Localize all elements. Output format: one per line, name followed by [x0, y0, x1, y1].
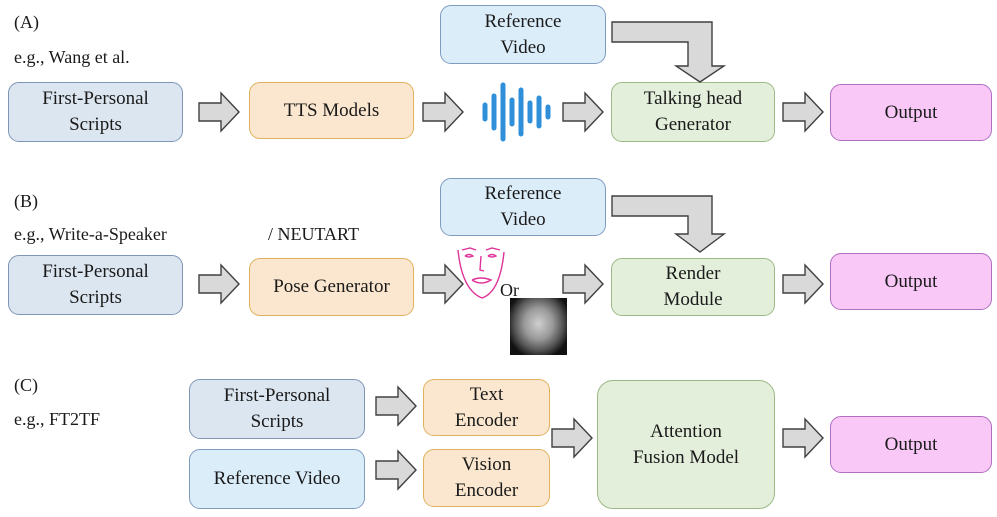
b-pose-label: Pose Generator — [273, 276, 390, 297]
a-output-box: Output — [830, 84, 992, 141]
b-render-line1: Render — [665, 263, 721, 284]
c-reference-box: Reference Video — [189, 449, 365, 509]
or-label: Or — [500, 280, 519, 300]
c-scripts-line2: Scripts — [250, 411, 304, 432]
c-fusion-line1: Attention — [650, 420, 722, 442]
b-scripts-line2: Scripts — [69, 287, 122, 308]
b-scripts-line1: First-Personal — [42, 261, 149, 282]
b-reference-line1: Reference — [484, 183, 562, 204]
panel-c-example: e.g., FT2TF — [14, 409, 101, 429]
c-fusion-line2: Fusion Model — [632, 446, 740, 468]
a-tts-label: TTS Models — [283, 99, 380, 121]
b-reference-line2: Video — [500, 209, 546, 230]
c-text-encoder-line1: Text — [469, 383, 504, 405]
a-generator-line2: Generator — [655, 114, 731, 135]
c-reference-label: Reference Video — [213, 468, 341, 489]
b-arrow-4 — [782, 264, 824, 304]
b-bend-arrow — [611, 195, 727, 253]
c-output-label: Output — [884, 433, 938, 455]
audio-waveform-icon — [482, 82, 551, 142]
b-pose-box: Pose Generator — [249, 258, 414, 316]
b-arrow-1 — [198, 264, 240, 304]
a-tts-box: TTS Models — [249, 82, 414, 139]
a-bend-arrow — [611, 21, 727, 83]
a-generator-line1: Talking head — [643, 88, 743, 109]
a-arrow-3 — [562, 92, 604, 132]
panel-c-tag: (C) — [14, 375, 38, 395]
a-reference-line1: Reference — [484, 10, 562, 32]
c-arrow-1 — [375, 386, 417, 426]
b-arrow-2 — [422, 264, 464, 304]
c-text-encoder-line2: Encoder — [454, 409, 519, 431]
b-output-label: Output — [884, 270, 938, 292]
c-output-box: Output — [830, 416, 992, 473]
c-arrow-4 — [782, 418, 824, 458]
panel-b-tag: (B) — [14, 191, 38, 211]
c-arrow-2 — [375, 450, 417, 490]
panel-a-example: e.g., Wang et al. — [14, 47, 130, 67]
a-scripts-line1: First-Personal — [42, 88, 149, 109]
c-vision-encoder-line1: Vision — [461, 454, 512, 475]
a-arrow-4 — [782, 92, 824, 132]
3d-face-render-icon — [510, 298, 567, 355]
b-output-box: Output — [830, 253, 992, 310]
a-output-label: Output — [884, 101, 938, 123]
panel-a-tag: (A) — [14, 12, 39, 32]
c-vision-encoder-line2: Encoder — [454, 480, 519, 501]
a-arrow-2 — [422, 92, 464, 132]
a-reference-line2: Video — [500, 36, 546, 58]
b-arrow-3 — [562, 264, 604, 304]
c-scripts-line1: First-Personal — [223, 385, 331, 406]
face-landmark-icon — [457, 247, 505, 299]
panel-b-example2: / NEUTART — [268, 224, 359, 244]
a-arrow-1 — [198, 92, 240, 132]
c-arrow-3 — [551, 418, 593, 458]
a-scripts-line2: Scripts — [69, 114, 122, 135]
panel-b-example: e.g., Write-a-Speaker — [14, 224, 167, 244]
b-render-line2: Module — [663, 289, 723, 310]
